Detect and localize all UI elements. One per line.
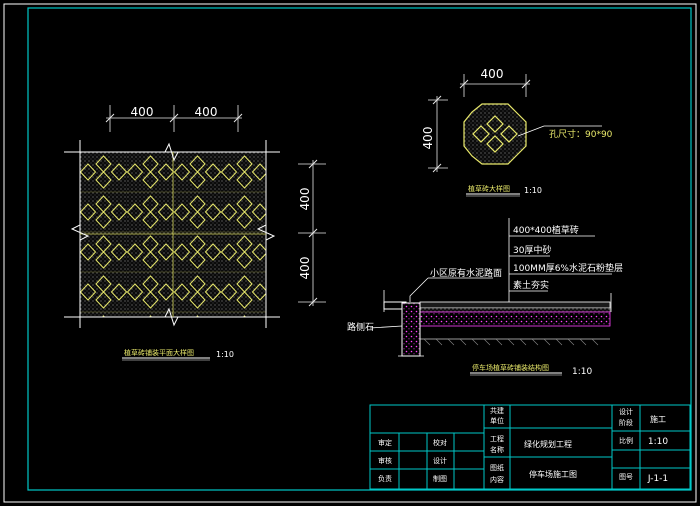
brick-detail: 400 400 孔尺寸：90*90 植草砖大样图 1:10 (421, 67, 613, 197)
brick-scale: 1:10 (524, 186, 542, 195)
drawing-frame-outer (3, 3, 697, 503)
tb-scale-value: 1:10 (648, 437, 668, 447)
tb-draw-label: 制图 (433, 474, 447, 483)
section-curb-stone (401, 302, 421, 357)
plan-break-right (256, 140, 276, 328)
section-cement-layer (419, 311, 611, 327)
tb-review-label: 审核 (378, 456, 392, 465)
plan-break-bottom (64, 307, 280, 327)
tb-stage-value: 施工 (650, 414, 666, 424)
section-grass-brick (419, 301, 611, 309)
plan-dim-right-bottom: 400 (298, 257, 312, 280)
title-block (369, 404, 691, 490)
plan-view: 400 400 400 400 植草砖铺装平面大样图 1:10 (64, 105, 326, 361)
plan-title: 植草砖铺装平面大样图 (124, 348, 194, 357)
brick-hole-note: 孔尺寸：90*90 (549, 128, 613, 140)
plan-scale: 1:10 (216, 350, 234, 359)
plan-break-left (70, 140, 90, 328)
brick-title: 植草砖大样图 (468, 184, 510, 193)
tb-stage-label-2: 阶段 (619, 418, 633, 427)
tb-project-label-2: 名称 (490, 445, 504, 454)
section-layer-4: 素土夯实 (513, 279, 549, 291)
tb-drawing-label-2: 内容 (490, 475, 504, 484)
section-view: 400*400植草砖 30厚中砂 100MM厚6%水泥石粉垫层 素土夯实 小区原… (347, 218, 623, 377)
section-layer-2: 30厚中砂 (513, 244, 551, 256)
tb-approve-label: 审定 (378, 438, 392, 447)
tb-stage-label-1: 设计 (619, 407, 633, 416)
tb-number-value: J-1-1 (647, 474, 668, 484)
plan-dim-top-right: 400 (195, 105, 218, 119)
tb-project-label-1: 工程 (490, 434, 504, 443)
title-block-text: 审定 校对 审核 设计 负责 制图 共建 单位 工程 名称 图纸 内容 绿化规划… (378, 406, 668, 484)
section-layer-1: 400*400植草砖 (513, 224, 579, 236)
section-road-note: 小区原有水泥路面 (430, 267, 502, 279)
plan-dim-top-left: 400 (131, 105, 154, 119)
tb-unit-label-2: 单位 (490, 416, 504, 425)
section-curb-note: 路侧石 (347, 321, 374, 333)
tb-project-name: 绿化规划工程 (524, 439, 572, 449)
plan-break-top (64, 142, 280, 162)
brick-outline (463, 103, 527, 165)
tb-scale-label: 比例 (619, 436, 633, 445)
tb-unit-label-1: 共建 (490, 406, 504, 415)
tb-drawing-label-1: 图纸 (490, 463, 504, 472)
drawing-frame-inner (27, 7, 692, 491)
brick-dim-height: 400 (421, 127, 435, 150)
tb-charge-label: 负责 (378, 474, 392, 483)
section-layer-3: 100MM厚6%水泥石粉垫层 (513, 262, 623, 274)
tb-drawing-name: 停车场施工图 (529, 469, 577, 479)
tb-design-label: 设计 (433, 456, 447, 465)
tb-number-label: 图号 (619, 473, 633, 481)
tb-check-label: 校对 (433, 438, 447, 447)
section-title: 停车场植草砖铺装结构图 (472, 363, 549, 372)
plan-dim-right-top: 400 (298, 188, 312, 211)
brick-dim-width: 400 (481, 67, 504, 81)
section-scale: 1:10 (572, 367, 592, 377)
